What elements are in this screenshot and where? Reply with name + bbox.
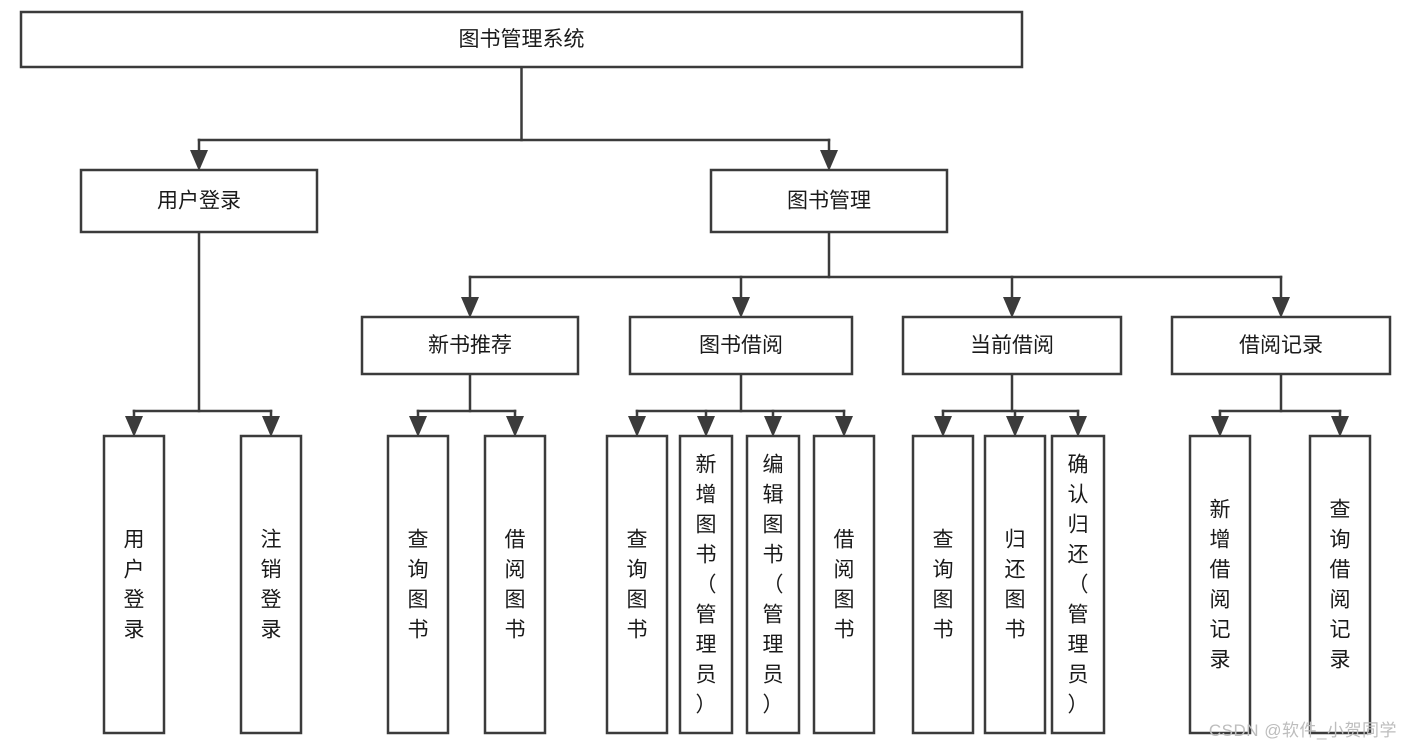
edge-group-l2_0 [409,372,524,437]
node-label-leaf_6: 编辑图书（管理员） [763,454,784,717]
arrow-head-icon [732,297,750,318]
node-box-leaf_0[interactable] [102,434,166,735]
node-leaf_7[interactable]: 借阅图书 [812,434,876,735]
arrow-head-icon [820,150,838,171]
node-leaf_5[interactable]: 新增图书（管理员） [678,434,734,735]
node-label-leaf_5: 新增图书（管理员） [696,454,717,717]
arrow-head-icon [1331,416,1349,437]
node-label-l2_2: 当前借阅 [970,334,1054,357]
node-leaf_0[interactable]: 用户登录 [102,434,166,735]
node-box-l2_2[interactable] [901,315,1123,376]
arrow-head-icon [506,416,524,437]
node-l1_0[interactable]: 用户登录 [79,168,319,234]
node-leaf_3[interactable]: 借阅图书 [483,434,547,735]
node-leaf_9[interactable]: 归还图书 [983,434,1047,735]
arrow-head-icon [262,416,280,437]
node-label-leaf_2: 查询图书 [408,529,429,642]
node-label-leaf_4: 查询图书 [627,529,648,642]
watermark-csdn: CSDN @软件_小贺同学 [1208,721,1397,740]
node-box-l2_1[interactable] [628,315,854,376]
edge-group-l1_0 [125,230,280,437]
node-box-leaf_6[interactable] [745,434,801,735]
node-box-leaf_3[interactable] [483,434,547,735]
node-label-root: 图书管理系统 [459,28,585,51]
edge-group-l2_3 [1211,372,1349,437]
node-label-leaf_11: 新增借阅记录 [1210,499,1231,672]
arrow-head-icon [1272,297,1290,318]
node-label-l1_0: 用户登录 [157,190,241,213]
arrow-head-icon [125,416,143,437]
node-box-leaf_4[interactable] [605,434,669,735]
node-leaf_1[interactable]: 注销登录 [239,434,303,735]
node-box-leaf_8[interactable] [911,434,975,735]
node-l2_0[interactable]: 新书推荐 [360,315,580,376]
node-box-leaf_5[interactable] [678,434,734,735]
arrow-head-icon [190,150,208,171]
node-box-leaf_11[interactable] [1188,434,1252,735]
edge-group-l2_2 [934,372,1087,437]
arrow-head-icon [934,416,952,437]
node-box-l1_1[interactable] [709,168,949,234]
node-label-leaf_7: 借阅图书 [834,529,855,642]
arrow-head-icon [697,416,715,437]
nodes-layer: 图书管理系统用户登录图书管理新书推荐图书借阅当前借阅借阅记录用户登录注销登录查询… [19,10,1392,735]
edge-group-l1_1 [461,230,1290,318]
node-label-leaf_8: 查询图书 [933,529,954,642]
node-root[interactable]: 图书管理系统 [19,10,1024,69]
edges-layer [125,65,1349,437]
arrow-head-icon [1069,416,1087,437]
node-label-l1_1: 图书管理 [787,190,871,213]
node-leaf_2[interactable]: 查询图书 [386,434,450,735]
arrow-head-icon [409,416,427,437]
node-leaf_6[interactable]: 编辑图书（管理员） [745,434,801,735]
arrow-head-icon [1006,416,1024,437]
node-leaf_12[interactable]: 查询借阅记录 [1308,434,1372,735]
node-leaf_4[interactable]: 查询图书 [605,434,669,735]
node-l2_2[interactable]: 当前借阅 [901,315,1123,376]
node-l2_3[interactable]: 借阅记录 [1170,315,1392,376]
node-label-leaf_3: 借阅图书 [505,529,526,642]
arrow-head-icon [461,297,479,318]
node-box-root[interactable] [19,10,1024,69]
node-box-leaf_7[interactable] [812,434,876,735]
node-label-l2_1: 图书借阅 [699,334,783,357]
arrow-head-icon [1211,416,1229,437]
node-box-leaf_12[interactable] [1308,434,1372,735]
edge-group-root [190,65,838,171]
node-l2_1[interactable]: 图书借阅 [628,315,854,376]
node-box-l2_0[interactable] [360,315,580,376]
node-box-l2_3[interactable] [1170,315,1392,376]
node-box-leaf_1[interactable] [239,434,303,735]
node-leaf_8[interactable]: 查询图书 [911,434,975,735]
arrow-head-icon [764,416,782,437]
node-leaf_11[interactable]: 新增借阅记录 [1188,434,1252,735]
edge-group-l2_1 [628,372,853,437]
arrow-head-icon [628,416,646,437]
node-leaf_10[interactable]: 确认归还（管理员） [1050,434,1106,735]
arrow-head-icon [1003,297,1021,318]
node-label-leaf_0: 用户登录 [124,529,145,642]
node-label-leaf_10: 确认归还（管理员） [1068,454,1089,717]
node-label-leaf_1: 注销登录 [261,529,282,642]
node-box-l1_0[interactable] [79,168,319,234]
node-box-leaf_9[interactable] [983,434,1047,735]
node-label-leaf_12: 查询借阅记录 [1330,499,1351,672]
node-l1_1[interactable]: 图书管理 [709,168,949,234]
node-box-leaf_10[interactable] [1050,434,1106,735]
node-label-leaf_9: 归还图书 [1005,529,1026,642]
arrow-head-icon [835,416,853,437]
node-label-l2_3: 借阅记录 [1239,334,1323,357]
node-box-leaf_2[interactable] [386,434,450,735]
node-label-l2_0: 新书推荐 [428,334,512,357]
